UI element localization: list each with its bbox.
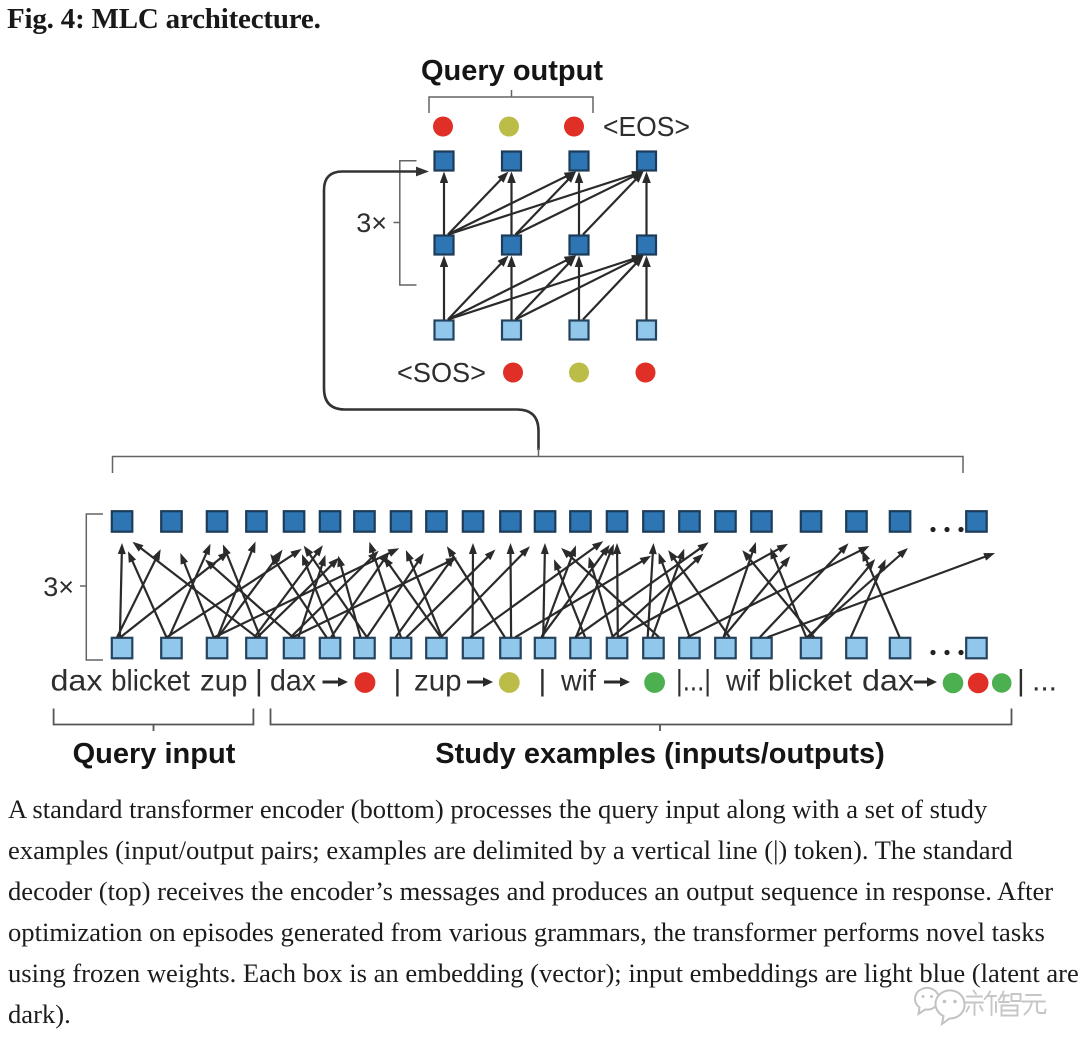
svg-text:|: | <box>1017 665 1025 698</box>
svg-text:|: | <box>539 665 547 698</box>
svg-text:blicket: blicket <box>111 665 191 698</box>
svg-text:zup: zup <box>414 665 462 698</box>
svg-text:Query input: Query input <box>73 738 236 770</box>
svg-text:Query output: Query output <box>421 55 603 87</box>
svg-text:3×: 3× <box>43 572 74 602</box>
svg-text:|: | <box>394 665 402 698</box>
svg-text:zup: zup <box>200 665 248 698</box>
svg-text:dax: dax <box>862 665 914 698</box>
svg-text:wif: wif <box>725 665 761 698</box>
svg-text:wif: wif <box>560 665 597 698</box>
svg-text:...: ... <box>1032 665 1057 698</box>
svg-text:3×: 3× <box>356 208 387 238</box>
svg-text:|: | <box>255 665 263 698</box>
svg-text:dax: dax <box>270 665 316 698</box>
svg-text:<EOS>: <EOS> <box>603 111 690 142</box>
svg-text:<SOS>: <SOS> <box>397 357 486 388</box>
svg-text:Study examples (inputs/outputs: Study examples (inputs/outputs) <box>435 738 885 770</box>
svg-text:blicket: blicket <box>768 665 853 698</box>
svg-text:dax: dax <box>51 665 103 698</box>
svg-text:|...|: |...| <box>676 665 711 698</box>
